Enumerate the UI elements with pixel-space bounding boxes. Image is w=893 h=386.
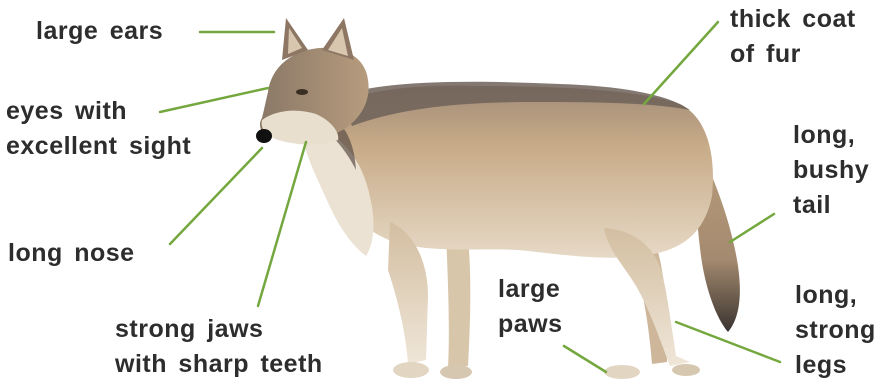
label-line: legs xyxy=(795,348,876,383)
label-line: large ears xyxy=(36,14,163,49)
label-thick-coat: thick coat of fur xyxy=(730,2,856,72)
leader-line-paws xyxy=(564,346,606,372)
label-strong-legs: long, strong legs xyxy=(795,278,876,383)
label-line: of fur xyxy=(730,37,856,72)
label-line: eyes with xyxy=(6,94,191,129)
label-line: large xyxy=(498,272,563,307)
label-line: long, xyxy=(795,278,876,313)
leader-line-tail xyxy=(730,214,774,242)
label-line: long nose xyxy=(8,236,135,271)
label-line: thick coat xyxy=(730,2,856,37)
leader-line-coat xyxy=(644,22,718,104)
label-strong-jaws: strong jaws with sharp teeth xyxy=(115,312,323,382)
leader-line-jaws xyxy=(258,142,306,306)
label-line: strong xyxy=(795,313,876,348)
label-bushy-tail: long, bushy tail xyxy=(793,118,869,223)
label-line: strong jaws xyxy=(115,312,323,347)
label-line: long, xyxy=(793,118,869,153)
label-line: paws xyxy=(498,307,563,342)
label-line: tail xyxy=(793,188,869,223)
label-long-nose: long nose xyxy=(8,236,135,271)
label-line: excellent sight xyxy=(6,129,191,164)
label-large-ears: large ears xyxy=(36,14,163,49)
label-line: with sharp teeth xyxy=(115,347,323,382)
label-large-paws: large paws xyxy=(498,272,563,342)
label-eyes: eyes with excellent sight xyxy=(6,94,191,164)
label-line: bushy xyxy=(793,153,869,188)
